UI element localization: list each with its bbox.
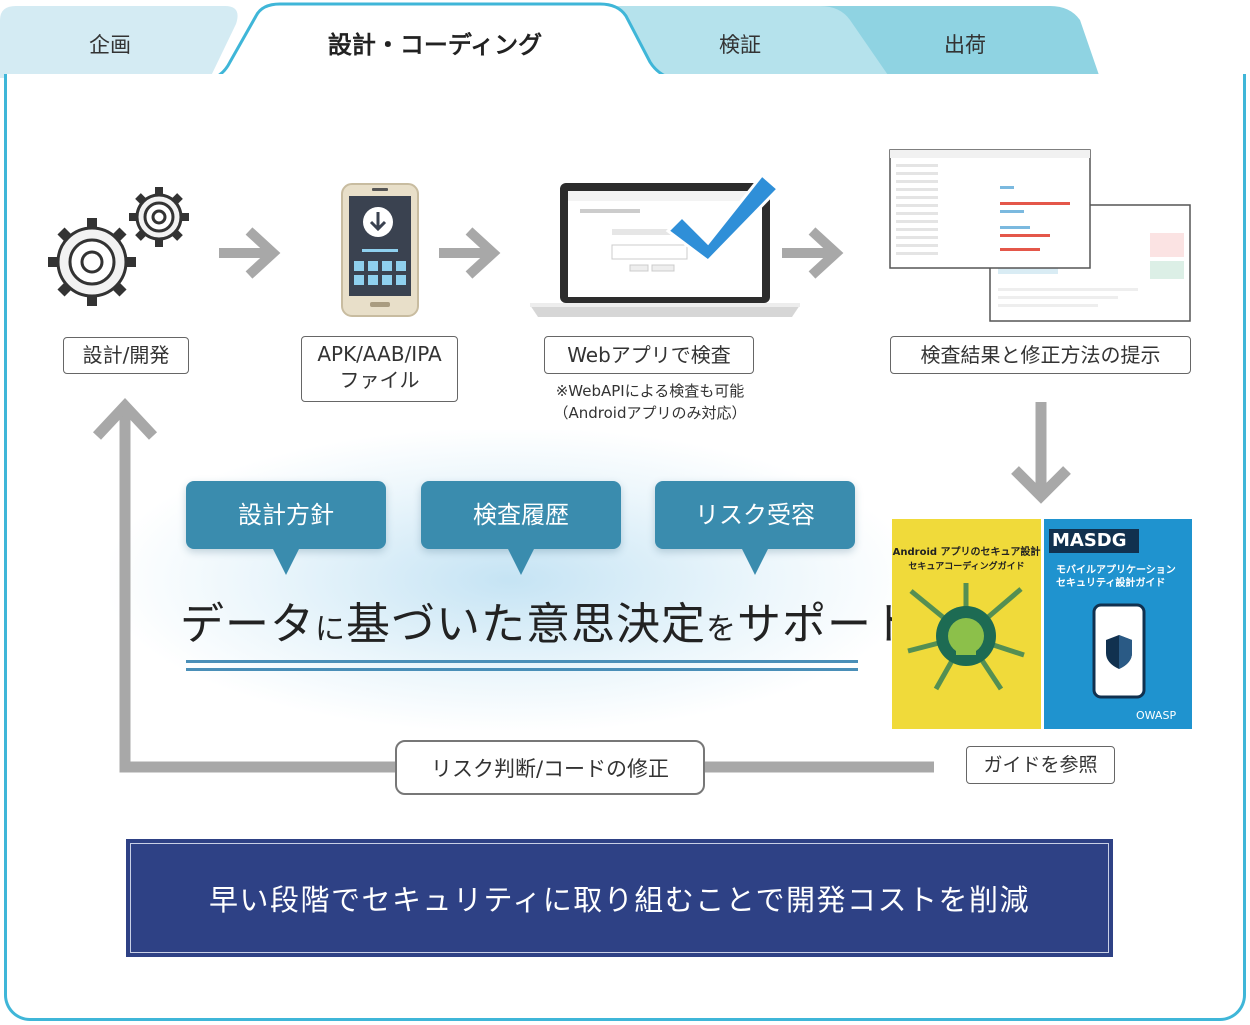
headline-underline (186, 668, 858, 671)
cover-title2: セキュアコーディングガイド (908, 562, 1025, 572)
tab-active-shape (6, 2, 1244, 80)
bubble-risk-acceptance: リスク受容 (655, 481, 855, 577)
highlight-glow (110, 430, 910, 730)
bubble-tail (272, 547, 300, 575)
tab-bar (0, 2, 1244, 80)
banner-frame (130, 843, 1109, 953)
bubble-label: 検査履歴 (421, 481, 621, 549)
tab-plan[interactable]: 企画 (89, 33, 131, 57)
guide-cover-android: Android アプリのセキュア設計 セキュアコーディングガイド (892, 519, 1041, 729)
feedback-loop-arrow (92, 397, 934, 773)
masdg-sub1: モバイルアプリケーション (1056, 565, 1176, 576)
report-screens-icon (889, 149, 1191, 322)
headline-part1: データ (180, 599, 315, 650)
cover-title1: Android アプリのセキュア設計 (892, 547, 1041, 558)
step-design: 設計/開発 (63, 337, 189, 374)
web-note-line2: （Androidアプリのみ対応） (553, 403, 747, 422)
web-note-line1: ※WebAPIによる検査も可能 (555, 382, 745, 400)
headline-underline (186, 660, 858, 663)
bubble-tail (507, 547, 535, 575)
owasp-logo: OWASP (1136, 709, 1177, 722)
bubble-design-policy: 設計方針 (186, 481, 386, 577)
headline: データに基づいた意思決定をサポート (180, 588, 916, 652)
headline-part3: 基づいた意思決定 (346, 599, 706, 650)
headline-part5: サポート (737, 599, 917, 650)
banner-text: 早い段階でセキュリティに取り組むことで開発コストを削減 (209, 883, 1030, 917)
bubble-check-history: 検査履歴 (421, 481, 621, 577)
masdg-title-bg (1049, 529, 1139, 553)
cost-banner: 早い段階でセキュリティに取り組むことで開発コストを削減 (126, 839, 1113, 957)
bubble-tail (741, 547, 769, 575)
gears-icon (48, 187, 189, 306)
step-web-check: Webアプリで検査 (544, 336, 754, 374)
arrow-down-icon (1011, 402, 1071, 504)
laptop-check-icon (530, 172, 800, 317)
step-guide: ガイドを参照 (966, 746, 1115, 784)
arrow-right-icon (782, 227, 844, 279)
tab-plan-shape (0, 6, 238, 78)
masdg-sub2: セキュリティ設計ガイド (1056, 578, 1166, 589)
loop-label: リスク判断/コードの修正 (395, 740, 705, 795)
step-apk-line1: APK/AAB/IPA (317, 342, 442, 366)
bubble-label: 設計方針 (186, 481, 386, 549)
step-results: 検査結果と修正方法の提示 (890, 336, 1191, 374)
phone-download-icon (341, 183, 419, 317)
tab-design-coding[interactable]: 設計・コーディング (327, 31, 543, 59)
headline-part2: に (315, 612, 346, 647)
tab-shipping[interactable]: 出荷 (944, 33, 986, 57)
tab-verify[interactable]: 検証 (719, 33, 761, 57)
headline-part4: を (706, 612, 737, 647)
step-apk-line2: ファイル (339, 368, 420, 392)
arrow-right-icon (219, 227, 281, 279)
guide-cover-masdg: MASDG モバイルアプリケーション セキュリティ設計ガイド OWASP (1044, 519, 1192, 729)
web-check-note: ※WebAPIによる検査も可能 （Androidアプリのみ対応） (520, 381, 780, 425)
arrow-right-icon (439, 227, 501, 279)
shield-phone-icon (1092, 603, 1146, 699)
step-apk-file: APK/AAB/IPA ファイル (301, 336, 458, 402)
masdg-title: MASDG (1052, 530, 1127, 551)
android-burst-icon (907, 583, 1025, 691)
bubble-label: リスク受容 (655, 481, 855, 549)
